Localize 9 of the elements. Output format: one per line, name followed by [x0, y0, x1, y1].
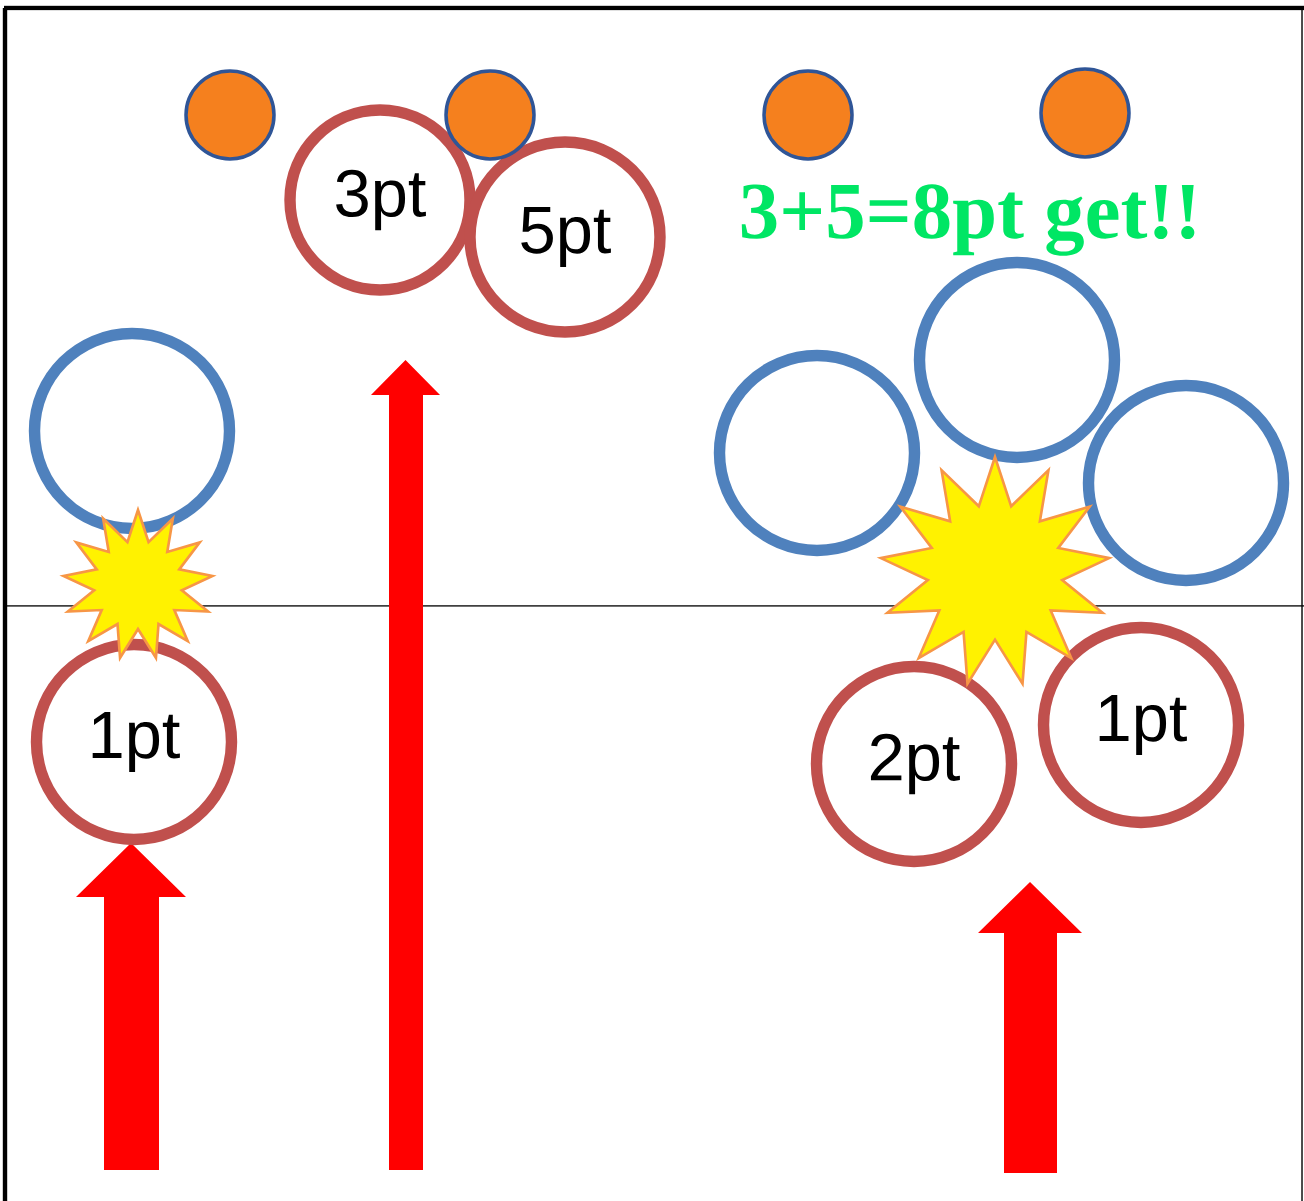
- target-circle: [913, 256, 1121, 464]
- score-text: 3+5=8pt get!!: [741, 184, 1195, 256]
- target-circle: [28, 327, 236, 535]
- ball-circle: [444, 69, 536, 161]
- ball-circle: [1039, 67, 1131, 159]
- ball-circle: [184, 69, 276, 161]
- target-circle: [713, 349, 921, 557]
- target-circle: [1082, 379, 1290, 587]
- ball-circle: [762, 69, 854, 161]
